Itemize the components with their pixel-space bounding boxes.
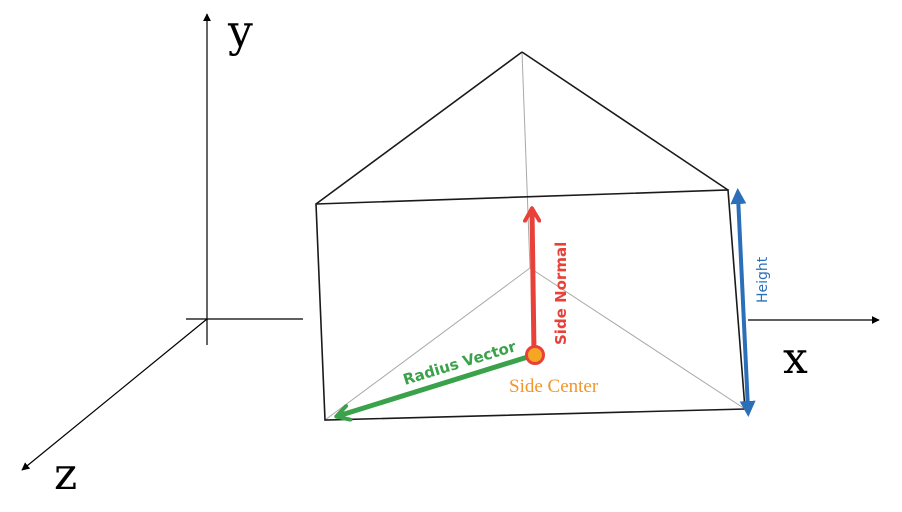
roof-left-edge: [315, 51, 523, 205]
height-label: Height: [755, 256, 771, 303]
side-normal-label: Side Normal: [552, 242, 570, 345]
x-axis-label: x: [783, 333, 808, 384]
side-center-annotation: Side Center: [509, 345, 599, 397]
radius-vector-arrow: [338, 352, 537, 416]
coordinate-axes: y x z: [21, 6, 880, 500]
hidden-top-ridge: [521, 51, 531, 269]
roof-right-edge: [521, 51, 729, 191]
height-arrow: [730, 188, 756, 417]
side-normal-arrow: [532, 210, 534, 355]
z-axis: [21, 318, 208, 471]
side-center-label: Side Center: [509, 376, 599, 397]
hidden-base-right: [529, 267, 746, 410]
y-axis-label: y: [227, 6, 253, 57]
z-axis-label: z: [54, 449, 77, 500]
side-center-point: [525, 345, 545, 365]
hidden-base-left: [324, 267, 531, 421]
radius-vector-annotation: Radius Vector: [338, 337, 537, 416]
side-normal-annotation: Side Normal: [532, 210, 570, 355]
height-annotation: Height: [730, 188, 771, 417]
